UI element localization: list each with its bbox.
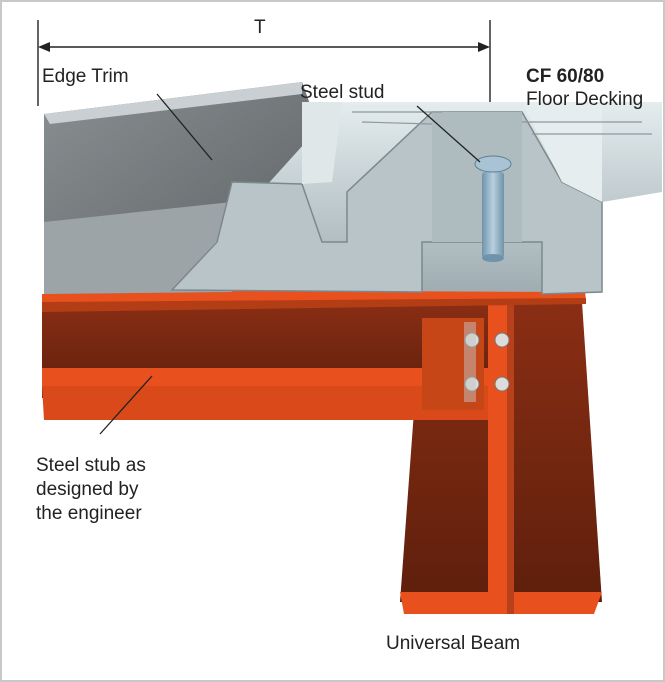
edge-trim [44, 82, 320, 294]
stub-label-line3: the engineer [36, 503, 142, 524]
edge-trim-label: Edge Trim [42, 66, 129, 87]
edge-trim-leader [156, 93, 213, 161]
steel-stud [474, 155, 512, 262]
stub-label-line1: Steel stub as [36, 455, 146, 476]
steel-stub [42, 302, 488, 420]
dimension-T-label: T [254, 17, 266, 38]
leader-lines [99, 93, 481, 435]
steel-stud-leader [416, 105, 481, 163]
decking-code-label: CF 60/80 [526, 66, 605, 87]
universal-beam-label: Universal Beam [386, 633, 521, 654]
floor-decking [170, 102, 662, 295]
steel-stub-leader [99, 375, 153, 435]
decking-name-label: Floor Decking [526, 89, 644, 110]
stub-label-line2: designed by [36, 479, 139, 500]
steel-stud-label: Steel stud [300, 82, 385, 103]
bolts [464, 322, 510, 402]
